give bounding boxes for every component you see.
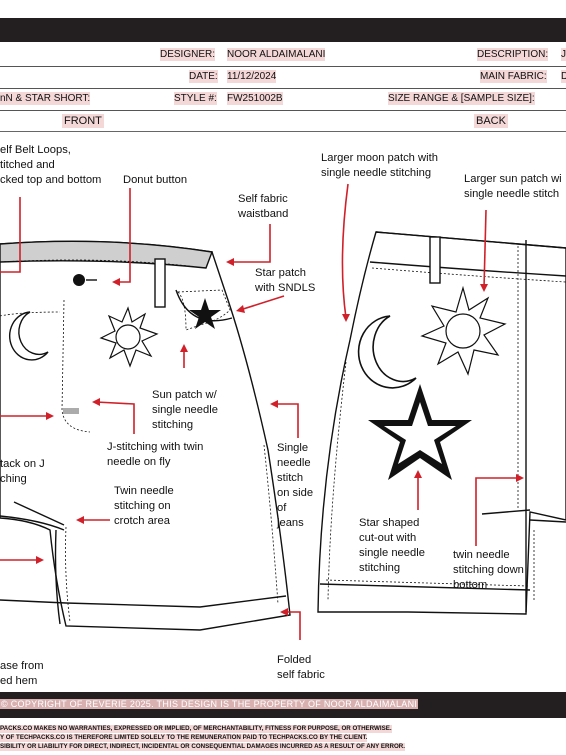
- note-back-star: Star shaped cut-out with single needle s…: [359, 517, 425, 574]
- front-star-patch-icon: [189, 298, 221, 329]
- date-value: 11/12/2024: [227, 70, 277, 83]
- header-row-2: DATE: 11/12/2024 MAIN FABRIC: D: [0, 66, 566, 89]
- style-value: FW251002B: [227, 92, 283, 105]
- note-bartack: tack on J ching: [0, 458, 45, 485]
- note-back-sun: Larger sun patch wi single needle stitch: [464, 173, 562, 200]
- date-label: DATE:: [189, 70, 218, 83]
- disclaimer-line-1: PACKS.CO MAKES NO WARRANTIES, EXPRESSED …: [0, 725, 392, 733]
- style-name: nN & STAR SHORT:: [0, 92, 91, 105]
- main-fabric-value: D: [561, 70, 566, 83]
- note-back-moon: Larger moon patch with single needle sti…: [321, 152, 438, 179]
- disclaimer-line-2: Y OF TECHPACKS.CO IS THEREFORE LIMITED S…: [0, 734, 368, 742]
- callout-arrows: [0, 183, 520, 640]
- note-belt-loops: elf Belt Loops, titched and cked top and…: [0, 144, 102, 186]
- front-moon-patch-icon: [8, 311, 49, 361]
- bartack-mark: [63, 408, 79, 414]
- header-row-3: nN & STAR SHORT: STYLE #: FW251002B SIZE…: [0, 88, 566, 111]
- front-sun-patch-icon: [99, 306, 159, 368]
- front-view-heading: FRONT: [62, 114, 104, 128]
- main-fabric-label: MAIN FABRIC:: [480, 70, 547, 83]
- back-sun-patch-icon: [420, 285, 507, 376]
- callout-arrowheads: [36, 258, 524, 616]
- note-waistband: Self fabric waistband: [238, 193, 289, 220]
- designer-value: NOOR ALDAIMALANI: [227, 48, 326, 61]
- note-twin-needle-down: twin needle stitching down bottom: [453, 549, 524, 591]
- note-star-patch: Star patch with SNDLS: [255, 267, 316, 294]
- front-shorts: [0, 240, 291, 631]
- note-j-stitching: J-stitching with twin needle on fly: [107, 441, 204, 468]
- back-view-heading: BACK: [474, 114, 508, 128]
- note-folded-hem: Folded self fabric: [277, 654, 325, 681]
- size-range-label: SIZE RANGE & [SAMPLE SIZE]:: [388, 92, 535, 105]
- designer-label: DESIGNER:: [160, 48, 216, 61]
- note-hem-left: ase from ed hem: [0, 660, 44, 687]
- note-donut-button: Donut button: [123, 174, 188, 186]
- disclaimer-line-3: SIBILITY OR LIABILITY FOR DIRECT, INDIRE…: [0, 743, 405, 751]
- description-value: J: [561, 48, 566, 61]
- views-divider: [0, 131, 566, 132]
- note-sun-patch: Sun patch w/ single needle stitching: [152, 389, 218, 431]
- donut-button-icon: [73, 274, 85, 286]
- description-label: DESCRIPTION:: [477, 48, 549, 61]
- top-bar: [0, 18, 566, 42]
- style-label: STYLE #:: [174, 92, 217, 105]
- back-moon-patch-icon: [357, 315, 417, 389]
- back-star-cutout-icon: [368, 384, 472, 480]
- note-crotch: Twin needle stitching on crotch area: [114, 485, 174, 527]
- note-side-stitch: Single needle stitch on side of jeans: [277, 442, 314, 529]
- header-row-1: DESIGNER: NOOR ALDAIMALANI DESCRIPTION: …: [0, 44, 566, 67]
- copyright-notice: © COPYRIGHT OF REVERIE 2025. THIS DESIGN…: [0, 699, 419, 709]
